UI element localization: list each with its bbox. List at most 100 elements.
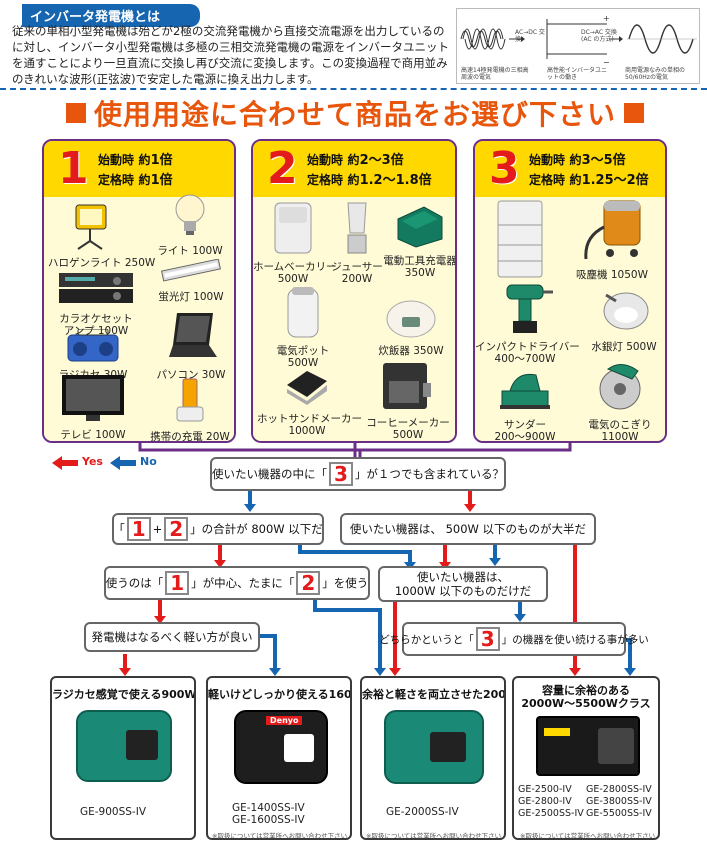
phone-charger-icon: 携帯の充電 20W bbox=[144, 377, 234, 443]
product-model: GE-3800SS-IV bbox=[586, 796, 652, 807]
item-label: ジューサー 200W bbox=[331, 261, 383, 285]
question-mostly-under-500w: 使いたい機器は、 500W 以下のものが大半だ bbox=[340, 513, 596, 545]
rice-cooker-icon: 炊飯器 350W bbox=[365, 291, 455, 357]
category-3-header: 3 始動時 約3〜5倍 定格時 約1.25〜2倍 bbox=[475, 141, 665, 197]
item-label: カラオケセット アンプ 100W bbox=[59, 313, 133, 337]
legend-arrows bbox=[52, 456, 136, 470]
category-1-start-ratio: 始動時 約1倍 bbox=[98, 153, 173, 168]
main-title: 使用用途に合わせて商品をお選び下さい bbox=[40, 93, 670, 133]
intro-body: 従来の単相小型発電機は殆どが2極の交流発電機から直接交流電源を出力しているのに対… bbox=[12, 24, 449, 86]
badge-2: 2 bbox=[296, 571, 321, 595]
item-label: テレビ 100W bbox=[60, 429, 126, 441]
product-note: ※取扱については営業所へお問い合わせ下さい bbox=[212, 832, 348, 840]
generator-900-image bbox=[76, 710, 172, 782]
category-1-items: ハロゲンライト 250W ライト 100W カラオケセット アンプ 100W 蛍… bbox=[44, 194, 234, 443]
item-label: 電気ポット 500W bbox=[276, 345, 330, 369]
item-label: 電動工具充電器 350W bbox=[383, 255, 457, 279]
product-title: 余裕と軽さを両立させた2000W bbox=[362, 688, 506, 701]
flow-arrows bbox=[119, 443, 636, 676]
item-label: サンダー 200〜900W bbox=[494, 419, 556, 443]
product-model: GE-900SS-IV bbox=[80, 806, 146, 818]
title-square-left bbox=[65, 103, 86, 123]
legend-no: No bbox=[140, 455, 157, 468]
product-1600w[interactable]: 軽いけどしっかり使える1600W Denyo GE-1400SS-IV GE-1… bbox=[206, 676, 352, 840]
category-3-number: 3 bbox=[489, 143, 520, 194]
product-900w[interactable]: ラジカセ感覚で使える900W GE-900SS-IV bbox=[50, 676, 196, 840]
sandwich-maker-icon: ホットサンドメーカー 1000W bbox=[257, 365, 362, 437]
item-label: 炊飯器 350W bbox=[378, 345, 444, 357]
question-often-category-3: どちらかというと「3」の機器を使い続ける事が多い bbox=[379, 622, 649, 656]
coffee-maker-icon: コーヒーメーカー 500W bbox=[359, 361, 455, 441]
circular-saw-icon: 電気のこぎり 1100W bbox=[575, 357, 665, 441]
svg-text:−: − bbox=[603, 58, 610, 67]
generator-2000-image bbox=[384, 710, 484, 784]
category-2-start-ratio: 始動時 約2〜3倍 bbox=[307, 153, 404, 168]
wave-caption-3: 商用電源なみの単相の50/60Hzの電気 bbox=[625, 67, 686, 81]
category-1-rated-ratio: 定格時 約1倍 bbox=[98, 173, 173, 188]
question-contains-category-3: 使いたい機器の中に「3」が１つでも含まれている？ bbox=[210, 457, 506, 491]
badge-1: 1 bbox=[126, 517, 151, 541]
product-model: GE-1600SS-IV bbox=[232, 814, 305, 826]
product-model: GE-2800SS-IV bbox=[586, 784, 652, 795]
electric-pot-icon: 電気ポット 500W bbox=[265, 285, 341, 369]
category-1-header: 1 始動時 約1倍 定格時 約1倍 bbox=[44, 141, 234, 197]
item-label: 蛍光灯 100W bbox=[158, 291, 224, 303]
category-1-number: 1 bbox=[58, 143, 89, 194]
category-3-items: 吸塵機 1050W インパクトドライバー 400〜700W 水銀灯 500W サ… bbox=[475, 197, 665, 441]
item-label: パソコン 30W bbox=[156, 369, 226, 381]
juicer-icon: ジューサー 200W bbox=[325, 199, 389, 285]
intro-title: インバータ発電機とは bbox=[22, 4, 201, 27]
generator-1600-image: Denyo bbox=[234, 710, 328, 784]
product-model: GE-5500SS-IV bbox=[586, 808, 652, 819]
denyo-logo: Denyo bbox=[266, 716, 303, 725]
product-model: GE-2500SS-IV bbox=[518, 808, 584, 819]
bread-maker-icon: ホームベーカリー 500W bbox=[253, 199, 337, 285]
yes-no-legend: Yes No bbox=[52, 455, 172, 471]
tool-charger-icon: 電動工具充電器 350W bbox=[383, 203, 457, 279]
category-3-rated-ratio: 定格時 約1.25〜2倍 bbox=[529, 173, 649, 188]
waveform-svg: + − bbox=[460, 14, 697, 67]
light-bulb-icon: ライト 100W bbox=[148, 191, 232, 257]
legend-yes: Yes bbox=[82, 455, 103, 468]
section-divider bbox=[0, 88, 707, 90]
category-2-rated-ratio: 定格時 約1.2〜1.8倍 bbox=[307, 173, 432, 188]
item-label: ハロゲンライト 250W bbox=[48, 257, 156, 269]
badge-2: 2 bbox=[164, 517, 189, 541]
tv-icon: テレビ 100W bbox=[48, 373, 138, 441]
impact-driver-icon: インパクトドライバー 400〜700W bbox=[475, 281, 580, 365]
product-note: ※取扱については営業所へお問い合わせ下さい bbox=[366, 832, 502, 840]
refrigerator-icon bbox=[489, 199, 551, 283]
item-label: 吸塵機 1050W bbox=[576, 269, 648, 281]
item-label: 水銀灯 500W bbox=[591, 341, 657, 353]
category-1-box: 1 始動時 約1倍 定格時 約1倍 ハロゲンライト 250W ライト 100W … bbox=[42, 139, 236, 443]
title-square-right bbox=[624, 103, 644, 123]
category-2-box: 2 始動時 約2〜3倍 定格時 約1.2〜1.8倍 ホームベーカリー 500W … bbox=[251, 139, 457, 443]
question-all-under-1000w: 使いたい機器は、 1000W 以下のものだけだ bbox=[378, 566, 548, 602]
wave-label-acdc: AC→DC 交換 bbox=[515, 29, 545, 43]
item-label: 携帯の充電 20W bbox=[150, 431, 230, 443]
halogen-light-icon: ハロゲンライト 250W bbox=[48, 201, 156, 269]
svg-text:+: + bbox=[603, 14, 610, 23]
product-model: GE-1400SS-IV bbox=[232, 802, 305, 814]
main-title-text: 使用用途に合わせて商品をお選び下さい bbox=[93, 98, 616, 131]
category-2-number: 2 bbox=[267, 143, 298, 194]
item-label: ライト 100W bbox=[157, 245, 223, 257]
item-label: ホットサンドメーカー 1000W bbox=[257, 413, 362, 437]
question-prefer-light: 発電機はなるべく軽い方が良い bbox=[84, 622, 260, 652]
category-2-items: ホームベーカリー 500W ジューサー 200W 電動工具充電器 350W 電気… bbox=[253, 197, 455, 441]
question-sum-under-800w: 「1+2」の合計が 800W 以下だ bbox=[112, 513, 324, 545]
vacuum-icon: 吸塵機 1050W bbox=[559, 197, 665, 281]
product-model: GE-2500-IV bbox=[518, 784, 572, 795]
item-label: インパクトドライバー 400〜700W bbox=[475, 341, 580, 365]
fluorescent-lamp-icon: 蛍光灯 100W bbox=[148, 258, 234, 303]
badge-1: 1 bbox=[165, 571, 190, 595]
product-note: ※取扱については営業所へお問い合わせ下さい bbox=[520, 832, 656, 840]
product-2000w[interactable]: 余裕と軽さを両立させた2000W GE-2000SS-IV ※取扱については営業… bbox=[360, 676, 506, 840]
laptop-icon: パソコン 30W bbox=[148, 311, 234, 381]
wave-label-dcac: DC→AC 交換 (AC の方式) bbox=[581, 29, 617, 43]
category-3-box: 3 始動時 約3〜5倍 定格時 約1.25〜2倍 吸塵機 1050W インパクト… bbox=[473, 139, 667, 443]
product-2000-5500w[interactable]: 容量に余裕のある 2000W〜5500Wクラス GE-2500-IV GE-28… bbox=[512, 676, 660, 840]
item-label: コーヒーメーカー 500W bbox=[366, 417, 450, 441]
waveform-diagram: + − AC→DC 交換 DC→AC 交換 (AC の方式) 高速14極発電機の… bbox=[456, 8, 700, 84]
category-3-start-ratio: 始動時 約3〜5倍 bbox=[529, 153, 626, 168]
